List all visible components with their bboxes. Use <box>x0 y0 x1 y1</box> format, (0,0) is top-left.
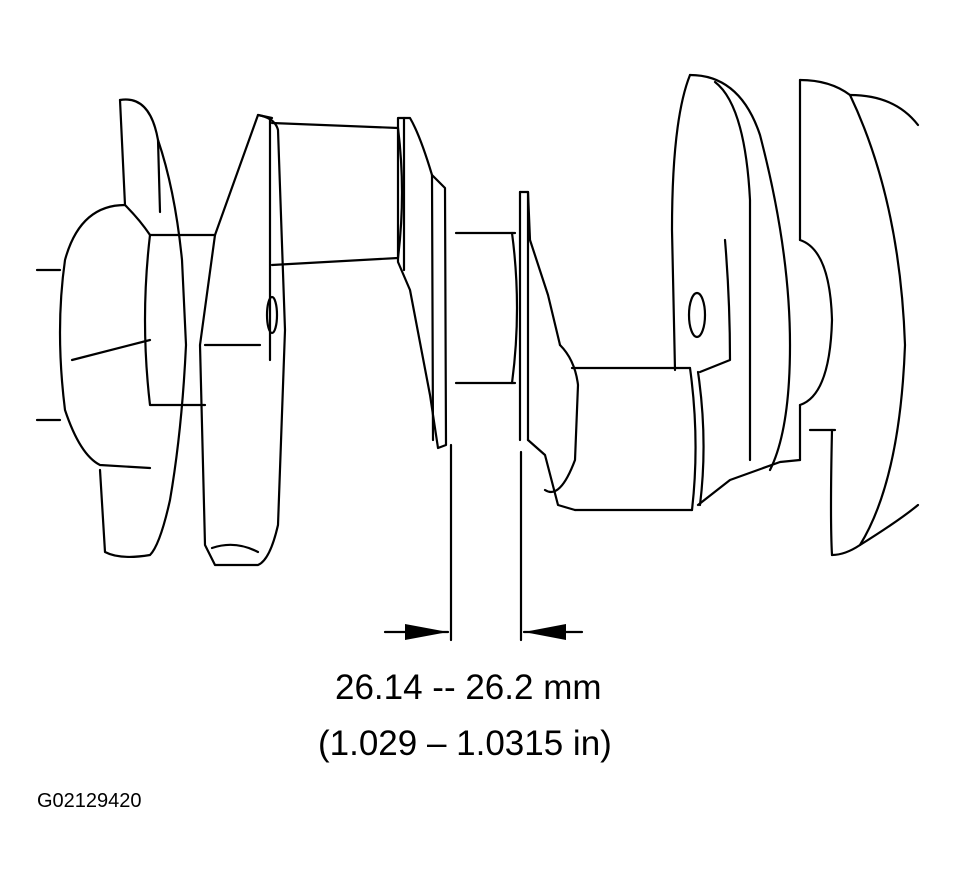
left-dimension-arrowhead <box>405 624 448 640</box>
front-counterweight <box>58 98 188 559</box>
dimension-label-in: (1.029 – 1.0315 in) <box>318 724 612 763</box>
first-crank-web <box>198 113 287 567</box>
figure-id-label: G02129420 <box>37 790 142 812</box>
rear-flange <box>798 78 920 557</box>
middle-crank-web <box>396 116 448 450</box>
second-crank-pin <box>570 366 705 512</box>
right-dimension-arrowhead <box>524 624 566 640</box>
front-main-journal <box>143 233 217 407</box>
thrust-flange-web <box>518 190 580 512</box>
crankshaft-front-snout <box>35 268 62 422</box>
dimension-arrows <box>383 443 584 642</box>
first-crank-pin <box>270 121 404 267</box>
rear-counterweight <box>670 73 802 507</box>
center-main-journal <box>454 231 519 385</box>
dimension-label-mm: 26.14 -- 26.2 mm <box>335 668 602 707</box>
